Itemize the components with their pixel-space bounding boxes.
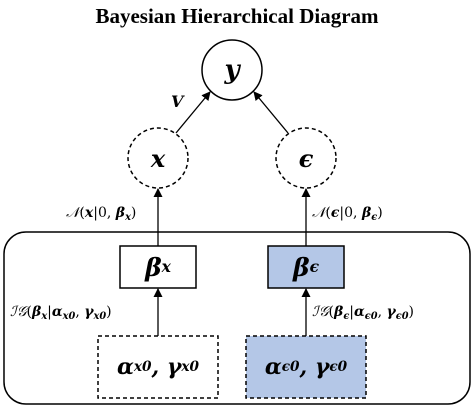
bar-zero: |0, — [93, 205, 116, 221]
normal-dist-symbol: 𝒩 — [312, 205, 326, 221]
bar: | — [47, 304, 52, 320]
var-symbol: β — [334, 304, 344, 320]
beta-eps-prior-label: ℐ𝒢(βϵ|αϵ0, γϵ0) — [312, 303, 414, 321]
normal-dist-symbol: 𝒩 — [66, 205, 80, 221]
gamma-symbol: γ — [166, 354, 182, 380]
y-node-circle — [201, 39, 263, 101]
param-subscript: ϵ — [371, 211, 378, 223]
separator: , — [75, 304, 85, 320]
param-symbol: β — [115, 205, 126, 221]
separator: , — [377, 304, 387, 320]
epsilon-node-circle — [275, 127, 337, 189]
var-subscript: ϵ — [343, 310, 350, 322]
var-symbol: x — [84, 205, 94, 221]
bar: | — [349, 304, 354, 320]
arrow-epsilon-to-y — [253, 91, 289, 134]
gamma-subscript: x0 — [93, 310, 107, 322]
param-symbol: β — [361, 205, 372, 221]
x-node-circle — [127, 127, 189, 189]
beta-symbol: β — [145, 252, 162, 282]
beta-x-box — [119, 245, 197, 289]
beta-symbol: β — [292, 252, 310, 282]
x-node-label: x — [128, 128, 188, 188]
alpha-symbol: α — [354, 304, 365, 320]
alpha-subscript: ϵ0 — [364, 310, 378, 322]
open-paren: ( — [325, 205, 331, 221]
close-paren: ) — [130, 205, 137, 221]
gamma-symbol: γ — [314, 354, 330, 380]
var-symbol: ϵ — [330, 205, 340, 221]
open-paren: ( — [79, 205, 85, 221]
gamma-subscript: ϵ0 — [395, 310, 409, 322]
param-subscript: x — [125, 211, 131, 223]
hyperprior-container — [3, 231, 471, 405]
open-paren: ( — [26, 304, 33, 320]
alpha-subscript: x0 — [62, 310, 76, 322]
epsilon-prior-label: 𝒩(ϵ|0, βϵ) — [312, 204, 383, 222]
close-paren: ) — [408, 304, 414, 320]
bar-zero: |0, — [339, 205, 362, 221]
x-prior-label: 𝒩(x|0, βx) — [66, 204, 136, 222]
diagram-title: Bayesian Hierarchical Diagram — [95, 4, 379, 28]
inverse-gamma-symbol: ℐ𝒢 — [10, 304, 27, 320]
gamma-symbol: γ — [84, 304, 94, 320]
separator: , — [151, 354, 167, 380]
arrow-x-to-y — [175, 91, 211, 134]
alpha-symbol: α — [116, 354, 134, 380]
epsilon-symbol: ϵ — [298, 143, 314, 173]
var-symbol: β — [32, 304, 42, 320]
epsilon-node-label: ϵ — [276, 128, 336, 188]
beta-x-prior-label: ℐ𝒢(βx|αx0, γx0) — [10, 303, 112, 321]
y-node-label: y — [202, 40, 262, 100]
close-paren: ) — [377, 205, 383, 221]
open-paren: ( — [328, 304, 335, 320]
y-symbol: y — [224, 55, 240, 85]
gamma-symbol: γ — [386, 304, 396, 320]
beta-eps-box — [267, 245, 345, 289]
x-symbol: x — [150, 143, 166, 173]
v-edge-label: V — [171, 92, 184, 111]
alpha-symbol: α — [264, 354, 282, 380]
alpha-symbol: α — [51, 304, 63, 320]
var-subscript: x — [41, 310, 48, 322]
close-paren: ) — [106, 304, 112, 320]
separator: , — [299, 354, 315, 380]
inverse-gamma-symbol: ℐ𝒢 — [312, 304, 329, 320]
